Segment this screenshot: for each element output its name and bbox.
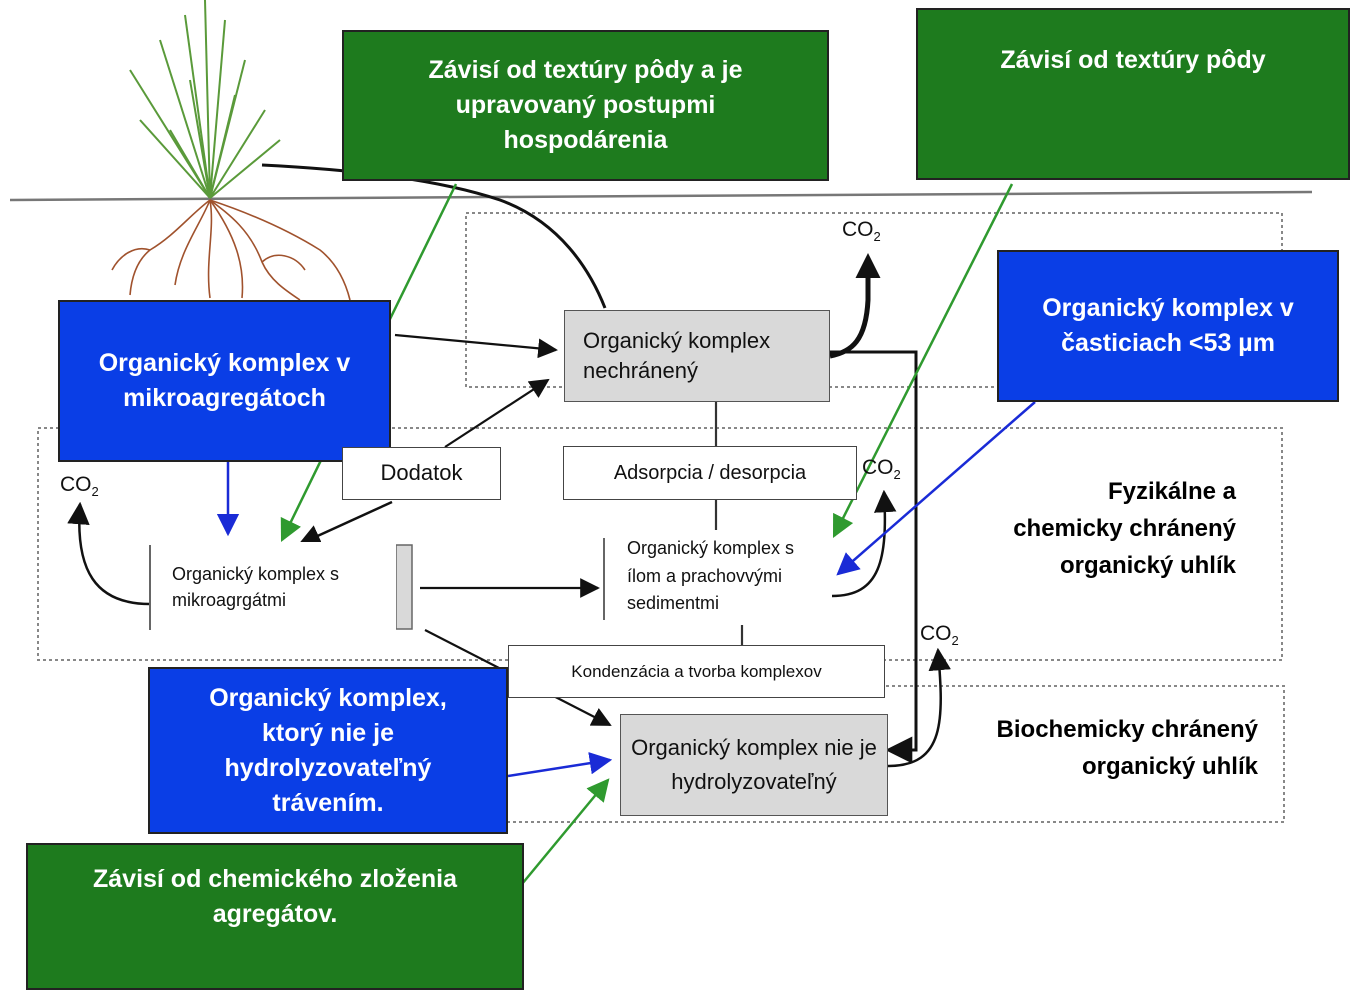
- note-microaggregates-text: Organický komplex v mikroagregátoch: [98, 349, 351, 412]
- process-addition: Dodatok: [342, 447, 501, 500]
- co2-loop-nonhydro: [887, 647, 951, 768]
- co2-label-bottom: CO2: [920, 622, 959, 648]
- co2-loop-siltclay: [831, 489, 897, 598]
- co2-label-left: CO2: [60, 473, 99, 499]
- arrow-unprotected-to-nonhydro: [830, 350, 918, 764]
- note-particles-text: Organický komplex v časticiach <53 µm: [1042, 294, 1294, 357]
- note-non-hydrolyzable-text: Organický komplex, ktorý nie je hydrolyz…: [209, 683, 447, 817]
- pool-microaggregate: Organický komplex s mikroagrgátmi: [152, 542, 396, 632]
- note-microaggregates: Organický komplex v mikroagregátoch: [58, 300, 391, 462]
- arrow-addition-to-unprotected: [444, 378, 550, 448]
- grass-plant: [129, 0, 281, 199]
- arrow-addition-to-microagg: [297, 500, 393, 546]
- note-chemical-composition-text: Závisí od chemického zloženia agregátov.: [92, 864, 457, 928]
- pool-silt-clay-text: Organický komplex s ílom a prachovvými s…: [627, 537, 795, 614]
- co2-loop-microagg: [67, 501, 151, 606]
- residue-input-line: [261, 163, 607, 309]
- arrow-unprotected-co2: [829, 253, 881, 359]
- note-texture-text: Závisí od textúry pôdy: [1000, 45, 1266, 74]
- process-adsorption-text: Adsorpcia / desorpcia: [613, 462, 807, 484]
- blue-arrow-particles: [836, 401, 1036, 576]
- note-particles: Organický komplex v časticiach <53 µm: [997, 250, 1339, 402]
- pool-unprotected: Organický komplex nechránený: [564, 310, 830, 402]
- co2-top-main: CO: [842, 218, 874, 241]
- co2-middle-sub: 2: [893, 467, 901, 483]
- co2-left-main: CO: [60, 473, 92, 496]
- blue-arrow-nonhydro: [507, 752, 613, 778]
- co2-bottom-sub: 2: [951, 633, 959, 649]
- pool-silt-clay: Organický komplex s ílom a prachovvými s…: [607, 530, 830, 623]
- co2-bottom-main: CO: [920, 622, 952, 645]
- note-chemical-composition: Závisí od chemického zloženia agregátov.: [26, 843, 524, 990]
- pool-non-hydrolyzable-text: Organický komplex nie je hydrolyzovateľn…: [631, 734, 877, 794]
- note-texture-management: Závisí od textúry pôdy a je upravovaný p…: [342, 30, 829, 181]
- zone-label-biochem: Biochemicky chránený organický uhlík: [980, 711, 1258, 785]
- pool-unprotected-text: Organický komplex nechránený: [583, 328, 771, 383]
- zone-label-biochem-text: Biochemicky chránený organický uhlík: [996, 716, 1258, 781]
- plant-roots: [111, 199, 351, 301]
- pool-non-hydrolyzable: Organický komplex nie je hydrolyzovateľn…: [620, 714, 888, 816]
- co2-label-top: CO2: [842, 218, 881, 244]
- co2-left-sub: 2: [91, 484, 99, 500]
- note-texture-management-text: Závisí od textúry pôdy a je upravovaný p…: [428, 56, 743, 154]
- process-adsorption: Adsorpcia / desorpcia: [563, 446, 857, 500]
- zone-label-physchem: Fyzikálne a chemicky chránený organický …: [1000, 473, 1236, 585]
- co2-middle-main: CO: [862, 456, 894, 479]
- green-arrow-texture: [832, 183, 1014, 539]
- process-condensation-text: Kondenzácia a tvorba komplexov: [571, 661, 822, 681]
- process-addition-text: Dodatok: [380, 460, 463, 486]
- soil-surface-line: [9, 190, 1313, 202]
- process-condensation: Kondenzácia a tvorba komplexov: [508, 645, 885, 698]
- arrow-micro-to-unprotected: [394, 333, 558, 359]
- co2-label-middle: CO2: [862, 456, 901, 482]
- green-arrow-chemical: [521, 778, 610, 885]
- note-non-hydrolyzable: Organický komplex, ktorý nie je hydrolyz…: [148, 667, 508, 834]
- zone-label-physchem-text: Fyzikálne a chemicky chránený organický …: [1013, 478, 1236, 580]
- note-texture: Závisí od textúry pôdy: [916, 8, 1350, 180]
- co2-top-sub: 2: [873, 229, 881, 245]
- pool-microaggregate-text: Organický komplex s mikroagrgátmi: [172, 563, 340, 610]
- microagg-box-right-stub: [395, 544, 413, 630]
